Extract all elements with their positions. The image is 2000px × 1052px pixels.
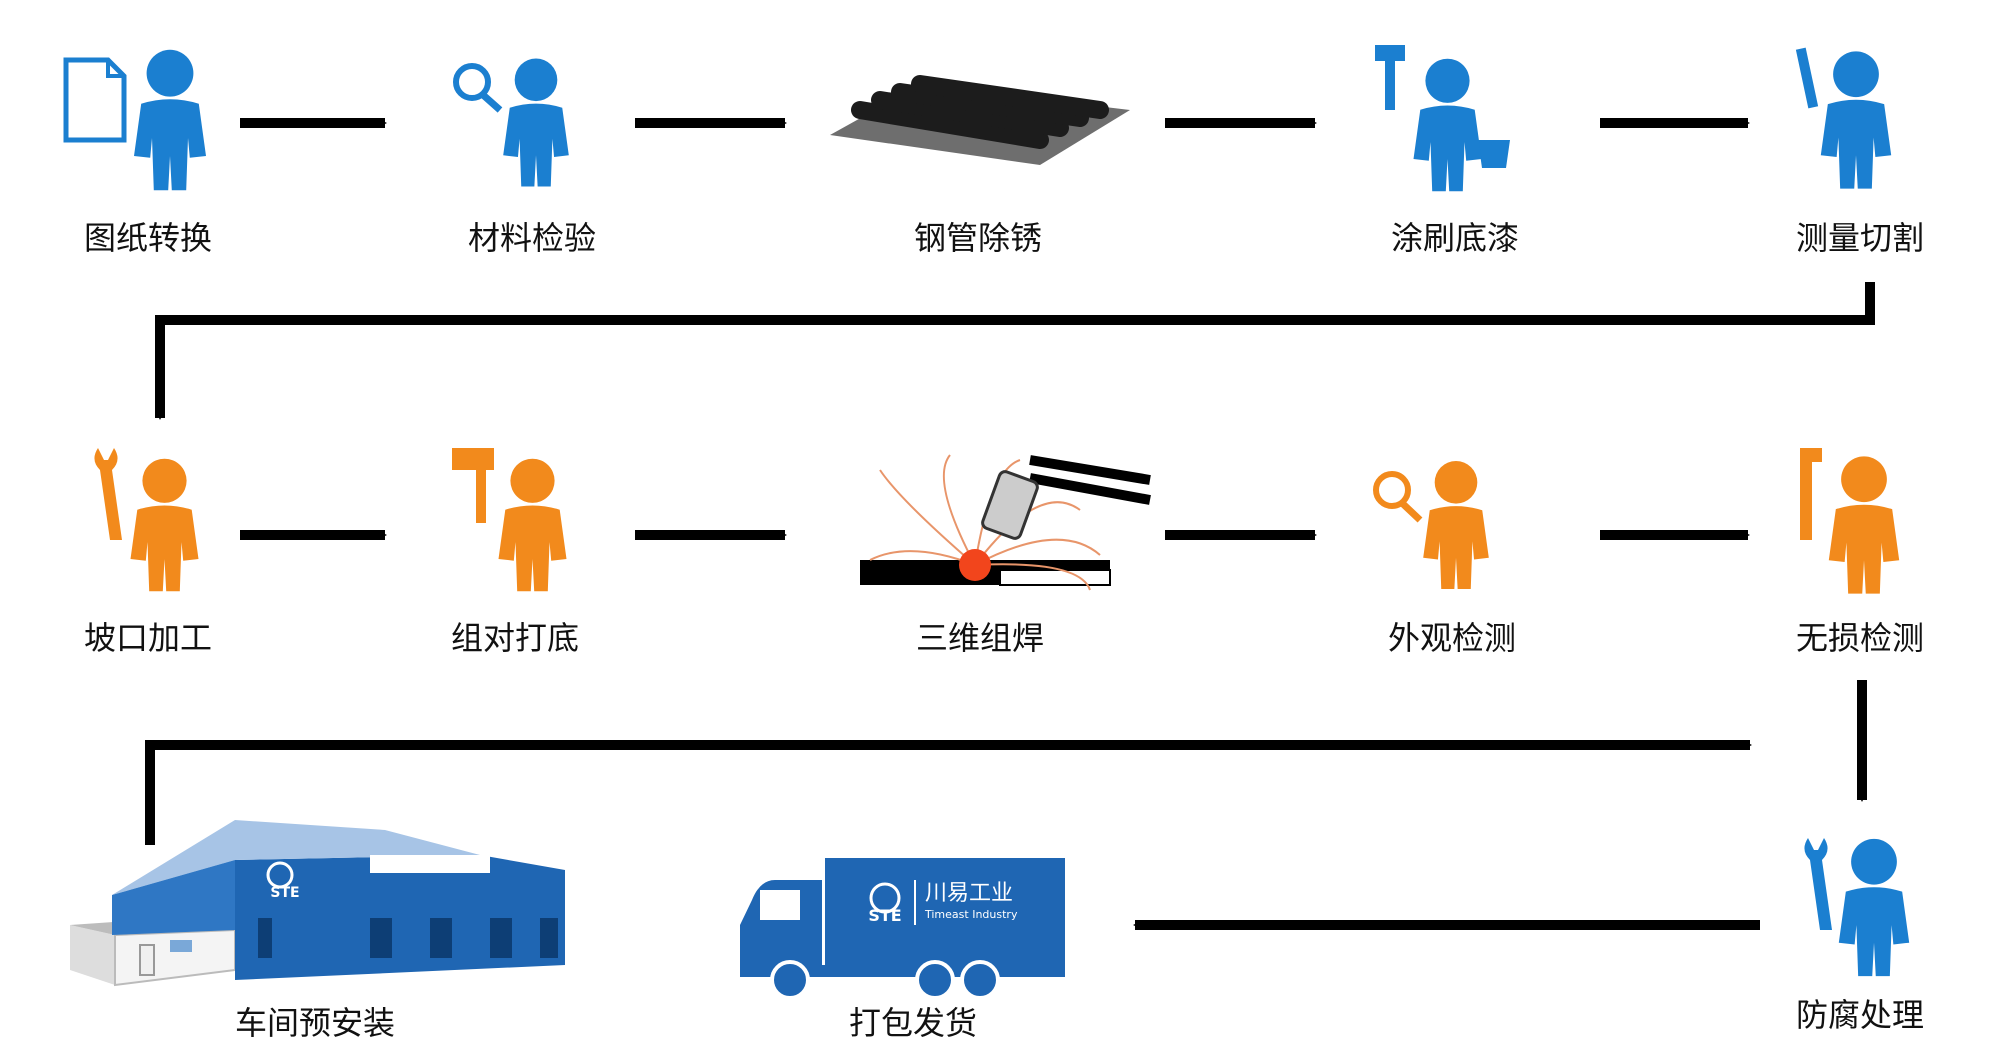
step-label-visual-inspection: 外观检测 — [1387, 619, 1516, 657]
delivery-truck-icon: STE 川易工业 Timeast Industry — [740, 858, 1065, 1000]
arrow-5-6 — [155, 282, 1875, 420]
factory-building-icon: STE — [70, 820, 565, 987]
arrow-building-return — [145, 740, 1752, 845]
truck-logo: STE 川易工业 Timeast Industry — [868, 880, 1018, 925]
welding-torch-icon — [860, 454, 1151, 591]
step-label-primer-painting: 涂刷底漆 — [1390, 219, 1519, 257]
steel-pipes-icon — [830, 75, 1130, 165]
truck-company-en: Timeast Industry — [924, 908, 1018, 921]
truck-company-cn: 川易工业 — [925, 881, 1013, 906]
wrench-person-icon — [1800, 448, 1900, 594]
wrench-person-icon — [1804, 838, 1910, 977]
magnifier-person-icon — [1373, 461, 1489, 589]
step-label-welding-3d: 三维组焊 — [915, 619, 1044, 657]
step-label-packing-shipping: 打包发货 — [848, 1004, 977, 1042]
step-label-bevel-processing: 坡口加工 — [83, 619, 212, 657]
step-label-pipe-derusting: 钢管除锈 — [913, 219, 1042, 257]
step-label-fitup-root: 组对打底 — [450, 619, 579, 657]
step-label-anticorrosion: 防腐处理 — [1795, 996, 1924, 1034]
step-label-measure-cutting: 测量切割 — [1795, 219, 1924, 257]
paint-brush-person-icon — [1375, 45, 1510, 192]
step-label-material-inspection: 材料检验 — [467, 219, 596, 257]
ruler-person-icon — [1795, 47, 1892, 189]
step-label-workshop-preassembly: 车间预安装 — [234, 1004, 395, 1042]
flow-arrows — [145, 118, 1875, 930]
step-label-drawing-conversion: 图纸转换 — [83, 219, 212, 257]
step-label-ndt: 无损检测 — [1795, 619, 1924, 657]
building-logo-mark: STE — [270, 885, 299, 901]
truck-logo-mark: STE — [868, 906, 901, 925]
wrench-person-icon — [94, 448, 199, 592]
document-person-icon — [63, 49, 206, 191]
hammer-person-icon — [452, 448, 567, 592]
magnifier-person-icon — [453, 58, 569, 187]
